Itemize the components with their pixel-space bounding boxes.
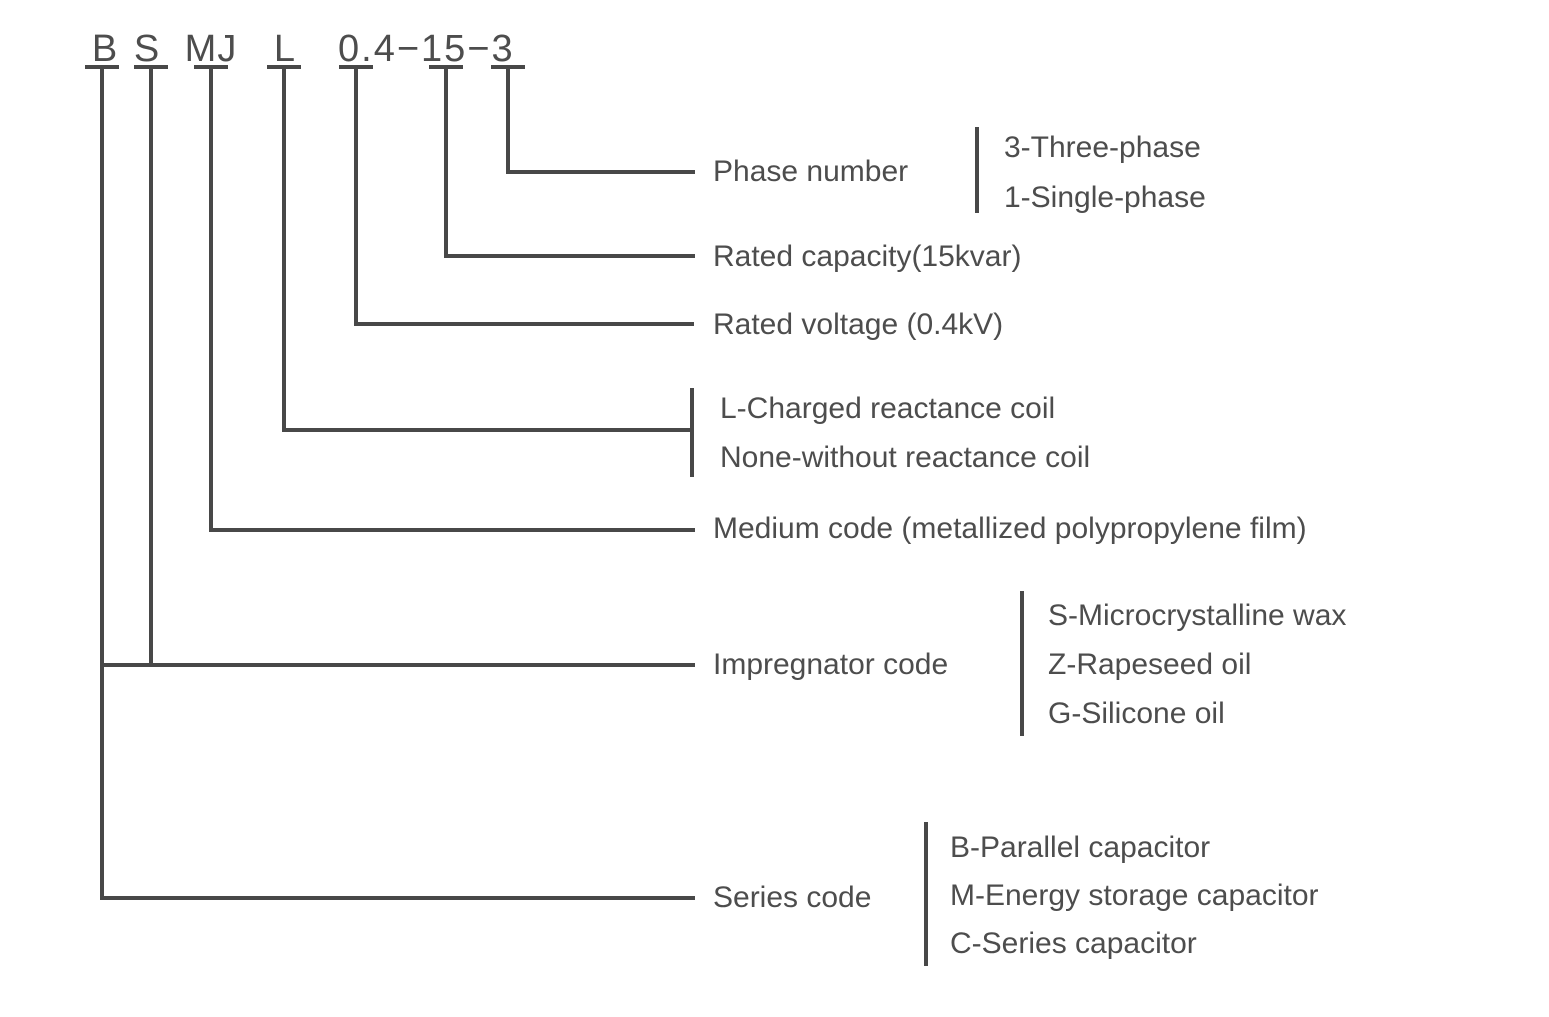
- option-rapeseed-oil: Z-Rapeseed oil: [1048, 648, 1252, 681]
- label-impregnator-code: Impregnator code: [713, 648, 949, 681]
- connector-line-reactance: [282, 428, 692, 432]
- options-divider-impregnator: [1020, 591, 1024, 736]
- connector-line-series: [100, 896, 695, 900]
- option-silicone-oil: G-Silicone oil: [1048, 697, 1225, 730]
- label-rated-voltage: Rated voltage (0.4kV): [713, 308, 1004, 341]
- options-group-reactance: L-Charged reactance coil None-without re…: [720, 384, 1090, 482]
- option-series-capacitor: C-Series capacitor: [950, 927, 1197, 960]
- label-rated-capacity: Rated capacity(15kvar): [713, 240, 1022, 273]
- connector-line-phase: [506, 170, 695, 174]
- code-letter-medium: MJ: [184, 28, 238, 70]
- options-group-series: B-Parallel capacitor M-Energy storage ca…: [950, 824, 1319, 968]
- stem-line-phase: [506, 65, 510, 174]
- code-letter-impregnator: S: [133, 28, 161, 70]
- option-single-phase: 1-Single-phase: [1004, 181, 1206, 214]
- options-group-impregnator: S-Microcrystalline wax Z-Rapeseed oil G-…: [1048, 591, 1346, 738]
- option-energy-storage-capacitor: M-Energy storage capacitor: [950, 879, 1319, 912]
- stem-line-medium: [209, 65, 213, 532]
- label-series-code: Series code: [713, 881, 872, 914]
- code-letter-series: B: [91, 28, 119, 70]
- stem-line-reactance: [282, 65, 286, 432]
- connector-line-capacity: [444, 254, 695, 258]
- connector-line-medium: [209, 528, 695, 532]
- connector-line-voltage: [354, 322, 694, 326]
- label-medium-code: Medium code (metallized polypropylene fi…: [713, 512, 1307, 545]
- stem-line-series: [100, 65, 104, 900]
- stem-line-capacity: [444, 65, 448, 258]
- option-without-reactance-coil: None-without reactance coil: [720, 441, 1091, 474]
- option-three-phase: 3-Three-phase: [1004, 131, 1201, 164]
- stem-line-impregnator: [149, 65, 153, 667]
- option-microcrystalline-wax: S-Microcrystalline wax: [1048, 599, 1347, 632]
- options-group-phase: 3-Three-phase 1-Single-phase: [1004, 123, 1206, 223]
- code-numeric-group: 0.4−15−3: [338, 28, 515, 70]
- options-divider-reactance: [690, 388, 694, 477]
- stem-line-voltage: [354, 65, 358, 326]
- connector-line-impregnator: [100, 663, 695, 667]
- option-parallel-capacitor: B-Parallel capacitor: [950, 831, 1211, 864]
- options-divider-series: [924, 822, 928, 966]
- option-charged-reactance-coil: L-Charged reactance coil: [720, 392, 1056, 425]
- label-phase-number: Phase number: [713, 155, 909, 188]
- code-letter-reactance: L: [273, 28, 297, 70]
- options-divider-phase: [975, 127, 979, 213]
